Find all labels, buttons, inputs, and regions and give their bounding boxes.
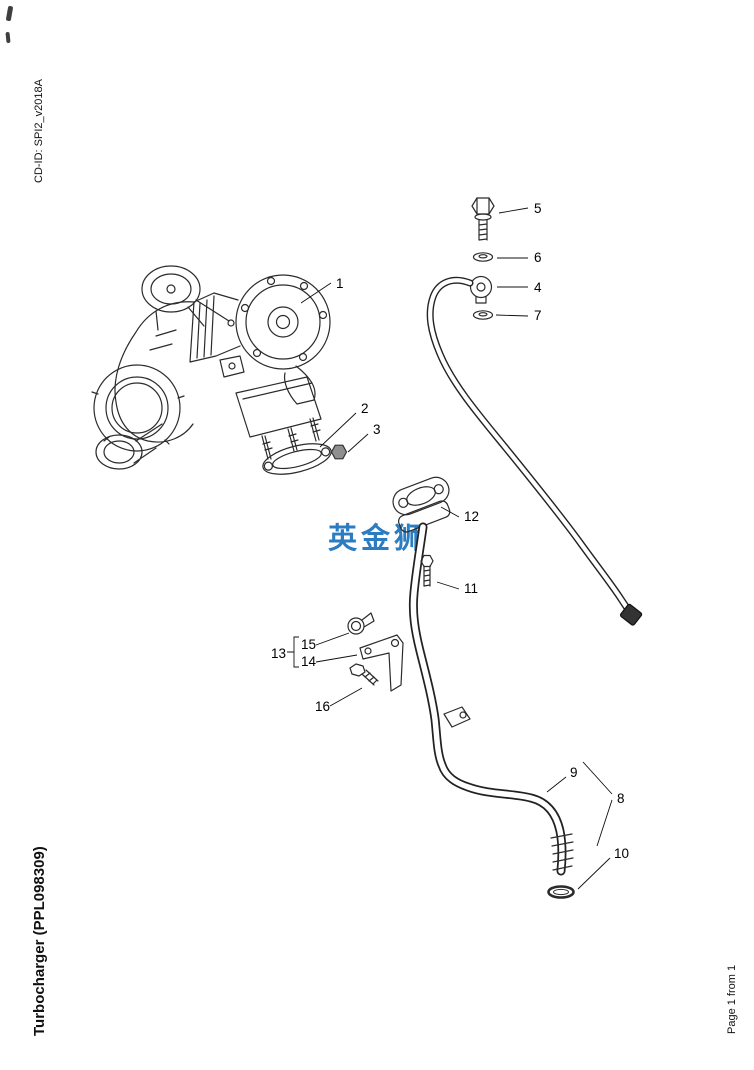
callout-15: 15	[301, 637, 316, 652]
banjo-fitting-part	[469, 275, 493, 304]
callout-9: 9	[570, 765, 578, 780]
callout-1: 1	[336, 276, 344, 291]
washer-part-7	[472, 310, 494, 320]
leader-lines	[287, 207, 613, 890]
o-ring-part	[547, 885, 575, 899]
callout-14: 14	[301, 654, 317, 669]
callout-7: 7	[534, 308, 542, 323]
callout-8: 8	[617, 791, 625, 806]
callout-5: 5	[534, 201, 542, 216]
callout-6: 6	[534, 250, 542, 265]
clamp-part	[347, 612, 375, 635]
callout-13: 13	[271, 646, 286, 661]
callout-3: 3	[373, 422, 381, 437]
callout-labels: 1 2 3 4 5 6 7 8 9 10 11 12 13 14 15 16	[271, 201, 629, 861]
callout-10: 10	[614, 846, 629, 861]
watermark-text: 英金狮	[328, 523, 428, 555]
nut-part	[330, 444, 348, 460]
callout-2: 2	[361, 401, 369, 416]
bracket-part	[359, 634, 404, 692]
bolt-part-11	[420, 554, 434, 587]
bolt-part-16	[349, 663, 379, 686]
callout-11: 11	[464, 581, 478, 596]
callout-16: 16	[315, 699, 330, 714]
turbocharger-part	[91, 265, 331, 470]
callout-4: 4	[534, 280, 542, 295]
gasket-part	[262, 443, 332, 475]
oil-drain-pipe-part	[398, 500, 574, 876]
washer-part-6	[472, 252, 494, 262]
banjo-bolt-part	[471, 197, 495, 241]
oil-feed-pipe-part	[426, 276, 643, 626]
flange-gasket-part	[392, 476, 450, 516]
callout-12: 12	[464, 509, 479, 524]
